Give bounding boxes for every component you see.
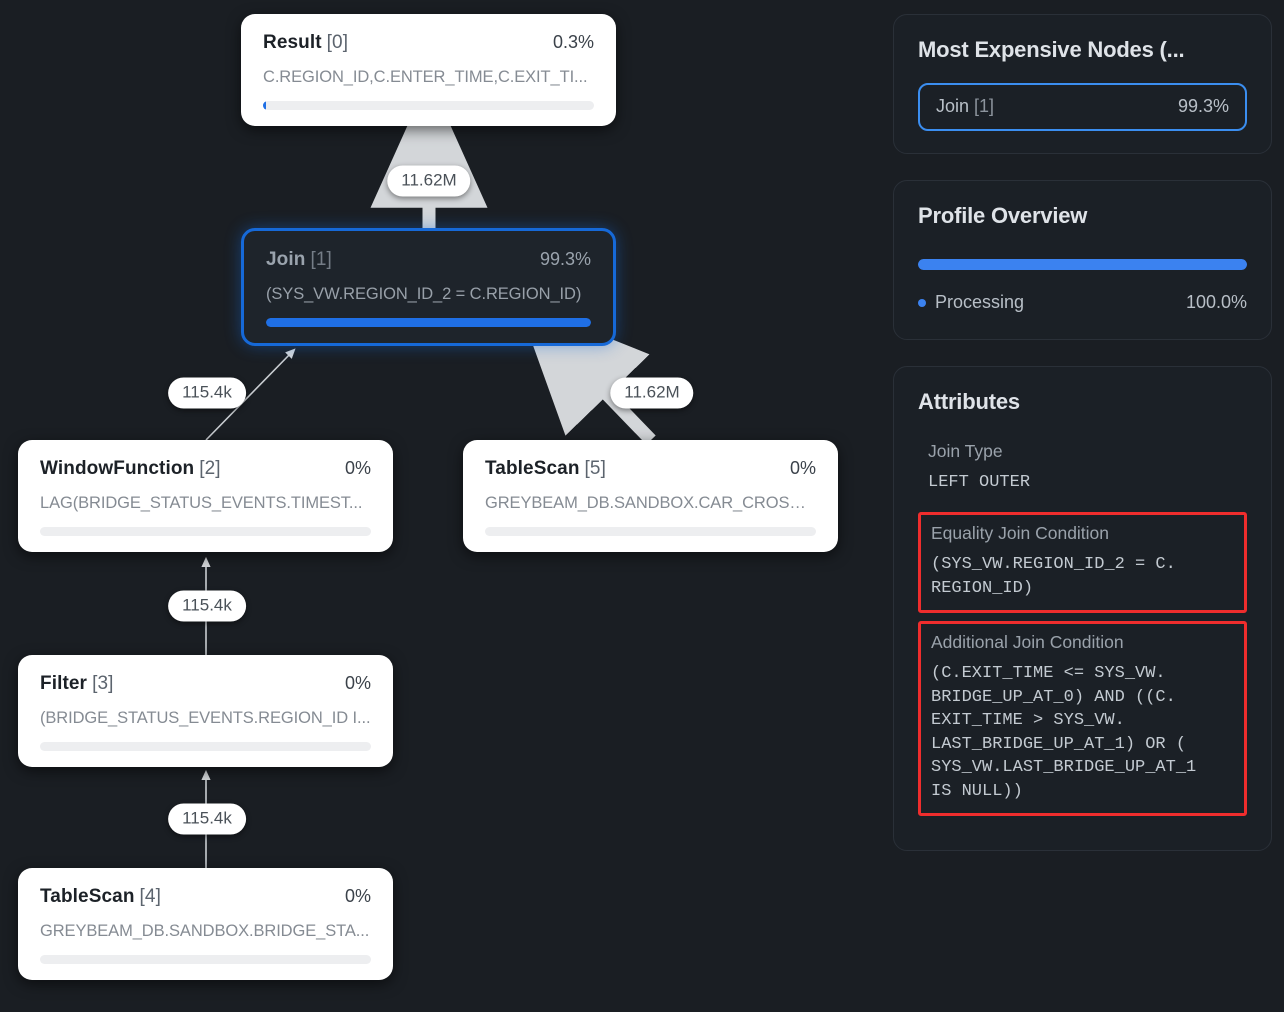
node-title: TableScan[4]	[40, 886, 161, 908]
attribute-additional-join-condition: Additional Join Condition (C.EXIT_TIME <…	[918, 621, 1247, 817]
windowfunction-node[interactable]: WindowFunction[2] 0% LAG(BRIDGE_STATUS_E…	[18, 440, 393, 552]
node-title-text: Result	[263, 32, 322, 53]
node-header: TableScan[4] 0%	[40, 886, 371, 908]
node-percent: 0%	[789, 458, 816, 478]
node-title: Result[0]	[263, 32, 348, 54]
node-description: LAG(BRIDGE_STATUS_EVENTS.TIMEST...	[40, 494, 363, 512]
filter-node[interactable]: Filter[3] 0% (BRIDGE_STATUS_EVENTS.REGIO…	[18, 655, 393, 767]
node-index: [3]	[92, 673, 114, 694]
node-title: WindowFunction[2]	[40, 458, 221, 480]
node-percent: 0%	[344, 458, 371, 478]
tablescan4-node[interactable]: TableScan[4] 0% GREYBEAM_DB.SANDBOX.BRID…	[18, 868, 393, 980]
profile-overview-legend-item: Processing 100.0%	[918, 292, 1247, 313]
node-header: Filter[3] 0%	[40, 673, 371, 695]
most-expensive-nodes-panel: Most Expensive Nodes (... Join [1] 99.3%	[893, 14, 1272, 154]
node-index: [4]	[139, 886, 161, 907]
node-title-text: TableScan	[485, 458, 580, 479]
node-description: GREYBEAM_DB.SANDBOX.CAR_CROSSI...	[485, 494, 816, 512]
node-progress-bar	[40, 955, 371, 964]
attribute-key: Equality Join Condition	[931, 523, 1110, 544]
edge-label-join-to-result: 11.62M	[387, 165, 471, 197]
node-progress-bar	[40, 742, 371, 751]
node-title-text: Filter	[40, 673, 88, 694]
most-expensive-node-index: [1]	[974, 96, 995, 116]
node-index: [2]	[199, 458, 221, 479]
node-progress-bar	[40, 527, 371, 536]
node-index: [0]	[326, 32, 349, 53]
node-progress-bar	[485, 527, 816, 536]
node-header: Join[1] 99.3%	[266, 249, 591, 271]
node-title: Filter[3]	[40, 673, 114, 695]
attribute-key: Additional Join Condition	[931, 632, 1124, 653]
legend-dot-icon	[918, 298, 926, 307]
most-expensive-node-row[interactable]: Join [1] 99.3%	[918, 83, 1247, 131]
node-progress-bar	[263, 101, 594, 110]
attributes-title: Attributes	[918, 389, 1020, 414]
node-title-text: WindowFunction	[40, 458, 195, 479]
edge-label-windowfunction-to-join: 115.4k	[168, 377, 246, 409]
node-percent: 0%	[344, 886, 371, 906]
node-header: Result[0] 0.3%	[263, 32, 594, 54]
node-description: (SYS_VW.REGION_ID_2 = C.REGION_ID)	[266, 285, 582, 303]
attribute-value: (C.EXIT_TIME <= SYS_VW. BRIDGE_UP_AT_0) …	[931, 664, 1197, 801]
attribute-value: (SYS_VW.REGION_ID_2 = C. REGION_ID)	[931, 555, 1176, 598]
most-expensive-node-name: Join	[936, 96, 970, 116]
attributes-panel: Attributes Join Type LEFT OUTER Equality…	[893, 366, 1272, 852]
node-index: [5]	[584, 458, 606, 479]
node-header: TableScan[5] 0%	[485, 458, 816, 480]
node-percent: 0.3%	[552, 32, 594, 52]
attribute-equality-join-condition: Equality Join Condition (SYS_VW.REGION_I…	[918, 512, 1247, 614]
edge-label-tablescan4-to-filter: 115.4k	[168, 803, 246, 835]
most-expensive-node-percent: 99.3%	[1177, 96, 1229, 116]
node-title-text: Join	[266, 249, 306, 270]
profile-overview-title: Profile Overview	[918, 203, 1088, 228]
edge-label-filter-to-windowfunction: 115.4k	[168, 590, 246, 622]
query-plan-canvas[interactable]: Result[0] 0.3% C.REGION_ID,C.ENTER_TIME,…	[0, 0, 880, 1012]
details-sidebar: Most Expensive Nodes (... Join [1] 99.3%…	[893, 0, 1284, 1012]
profile-overview-bar	[918, 259, 1247, 270]
profile-legend-label: Processing	[935, 292, 1025, 312]
node-title: TableScan[5]	[485, 458, 606, 480]
profile-legend-value: 100.0%	[1185, 292, 1247, 312]
attribute-join-type: Join Type LEFT OUTER	[918, 441, 1247, 502]
profile-overview-panel: Profile Overview Processing 100.0%	[893, 180, 1272, 340]
most-expensive-node-label: Join [1]	[936, 96, 994, 117]
attribute-value: LEFT OUTER	[928, 473, 1031, 492]
node-index: [1]	[310, 249, 332, 270]
node-title: Join[1]	[266, 249, 332, 271]
tablescan5-node[interactable]: TableScan[5] 0% GREYBEAM_DB.SANDBOX.CAR_…	[463, 440, 838, 552]
result-node[interactable]: Result[0] 0.3% C.REGION_ID,C.ENTER_TIME,…	[241, 14, 616, 126]
node-progress-bar	[266, 318, 591, 327]
node-description: C.REGION_ID,C.ENTER_TIME,C.EXIT_TI...	[263, 68, 588, 86]
most-expensive-nodes-title: Most Expensive Nodes (...	[918, 37, 1185, 62]
edge-label-tablescan5-to-join: 11.62M	[610, 377, 694, 409]
node-title-text: TableScan	[40, 886, 135, 907]
node-description: GREYBEAM_DB.SANDBOX.BRIDGE_STA...	[40, 922, 370, 940]
node-description: (BRIDGE_STATUS_EVENTS.REGION_ID I...	[40, 709, 371, 727]
node-percent: 99.3%	[539, 249, 591, 269]
attribute-key: Join Type	[928, 441, 1003, 461]
node-percent: 0%	[344, 673, 371, 693]
join-node[interactable]: Join[1] 99.3% (SYS_VW.REGION_ID_2 = C.RE…	[241, 228, 616, 346]
node-header: WindowFunction[2] 0%	[40, 458, 371, 480]
